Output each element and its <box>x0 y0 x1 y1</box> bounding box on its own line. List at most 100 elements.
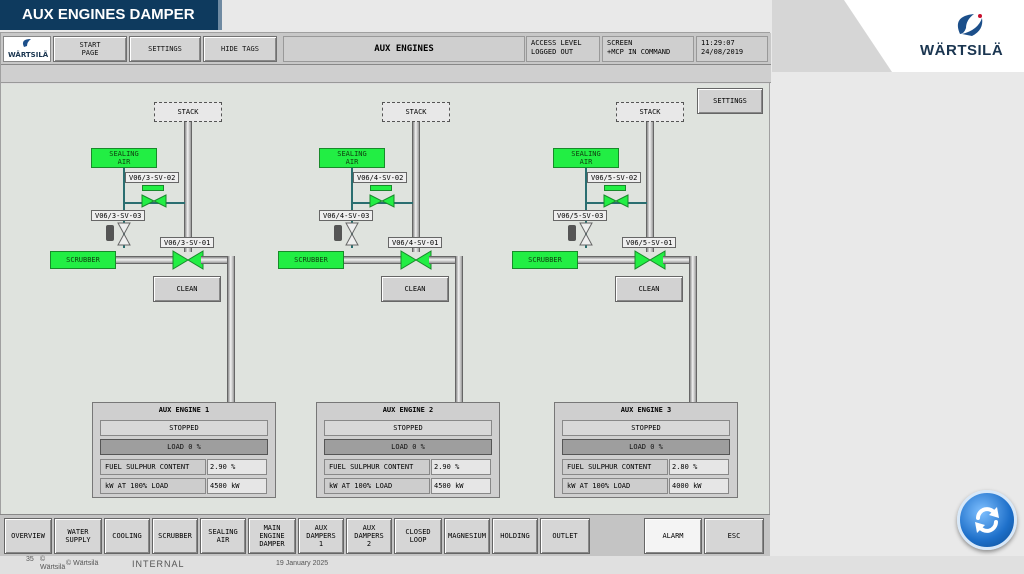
kw-label: kW AT 100% LOAD <box>562 478 668 494</box>
nav-esc[interactable]: ESC <box>704 518 764 554</box>
fuel-sulphur-value[interactable]: 2.80 % <box>669 459 729 475</box>
scrubber-label: SCRUBBER <box>278 251 344 269</box>
clean-button[interactable]: CLEAN <box>615 276 683 302</box>
stack-pipe <box>646 122 654 252</box>
fuel-sulphur-label: FUEL SULPHUR CONTENT <box>100 459 206 475</box>
sealing-air-branch <box>351 202 413 204</box>
exhaust-pipe-v <box>689 256 697 402</box>
engine-load: LOAD 0 % <box>562 439 730 455</box>
valve-sv03-icon[interactable] <box>579 222 593 246</box>
kw-label: kW AT 100% LOAD <box>100 478 206 494</box>
exhaust-pipe-h <box>663 256 695 264</box>
engine-title: AUX ENGINE 3 <box>620 406 672 414</box>
sealing-air-label: SEALING AIR <box>553 148 619 168</box>
valve-tag-sv01: V06/5-SV-01 <box>622 237 677 248</box>
valve-sv02-actuator[interactable] <box>604 185 626 191</box>
nav-holding[interactable]: HOLDING <box>492 518 538 554</box>
sealing-air-label: SEALING AIR <box>319 148 385 168</box>
page-number: 35 <box>26 556 34 563</box>
hmi-header: WÄRTSILÄ START PAGE SETTINGS HIDE TAGS A… <box>1 33 771 65</box>
kw-value[interactable]: 4000 kW <box>669 478 729 494</box>
settings-button[interactable]: SETTINGS <box>697 88 763 114</box>
slide-footer: 35 © Wärtsilä © Wärtsilä INTERNAL 19 Jan… <box>0 556 1024 574</box>
classification: INTERNAL <box>132 559 185 569</box>
clean-button[interactable]: CLEAN <box>381 276 449 302</box>
valve-sv03-actuator[interactable] <box>106 225 114 241</box>
hmi-screen: WÄRTSILÄ START PAGE SETTINGS HIDE TAGS A… <box>0 32 771 520</box>
nav-alarm[interactable]: ALARM <box>644 518 702 554</box>
engine-status: STOPPED <box>100 420 268 436</box>
valve-sv03-actuator[interactable] <box>568 225 576 241</box>
engine-panel: AUX ENGINE 3 STOPPED LOAD 0 % FUEL SULPH… <box>554 402 738 498</box>
valve-tag-sv03: V06/5-SV-03 <box>553 210 608 221</box>
screen-title: AUX ENGINES <box>283 36 525 62</box>
valve-tag-sv02: V06/5-SV-02 <box>587 172 642 183</box>
access-level: ACCESS LEVEL LOGGED OUT <box>526 36 600 62</box>
exhaust-pipe-v <box>227 256 235 402</box>
valve-sv01-icon[interactable] <box>400 250 432 270</box>
nav-magnesium[interactable]: MAGNESIUM <box>444 518 490 554</box>
valve-sv03-icon[interactable] <box>117 222 131 246</box>
clean-button[interactable]: CLEAN <box>153 276 221 302</box>
nav-aux-dampers-2[interactable]: AUX DAMPERS 2 <box>346 518 392 554</box>
engine-panel: AUX ENGINE 2 STOPPED LOAD 0 % FUEL SULPH… <box>316 402 500 498</box>
valve-sv02-icon[interactable] <box>141 194 167 208</box>
hide-tags-button[interactable]: HIDE TAGS <box>203 36 277 62</box>
sealing-air-branch <box>585 202 647 204</box>
fuel-sulphur-label: FUEL SULPHUR CONTENT <box>562 459 668 475</box>
refresh-icon <box>975 507 999 533</box>
valve-tag-sv01: V06/3-SV-01 <box>160 237 215 248</box>
nav-sealing-air[interactable]: SEALING AIR <box>200 518 246 554</box>
kw-value[interactable]: 4500 kW <box>207 478 267 494</box>
datetime: 11:29:07 24/08/2019 <box>696 36 768 62</box>
nav-aux-dampers-1[interactable]: AUX DAMPERS 1 <box>298 518 344 554</box>
valve-sv02-actuator[interactable] <box>370 185 392 191</box>
stack-pipe <box>184 122 192 252</box>
stack-pipe <box>412 122 420 252</box>
settings-header-button[interactable]: SETTINGS <box>129 36 201 62</box>
engine-title: AUX ENGINE 2 <box>382 406 434 414</box>
nav-overview[interactable]: OVERVIEW <box>4 518 52 554</box>
nav-main-engine-damper[interactable]: MAIN ENGINE DAMPER <box>248 518 296 554</box>
scrubber-label: SCRUBBER <box>512 251 578 269</box>
valve-sv02-icon[interactable] <box>369 194 395 208</box>
engine-status: STOPPED <box>324 420 492 436</box>
stack-label: STACK <box>154 102 222 122</box>
wartsila-logo-icon: WÄRTSILÄ <box>8 39 49 59</box>
fuel-sulphur-label: FUEL SULPHUR CONTENT <box>324 459 430 475</box>
nav-outlet[interactable]: OUTLET <box>540 518 590 554</box>
sealing-air-line <box>123 168 125 248</box>
nav-closed-loop[interactable]: CLOSED LOOP <box>394 518 442 554</box>
svg-text:WÄRTSILÄ: WÄRTSILÄ <box>8 50 49 59</box>
exhaust-pipe-h <box>201 256 233 264</box>
valve-tag-sv03: V06/4-SV-03 <box>319 210 374 221</box>
nav-scrubber[interactable]: SCRUBBER <box>152 518 198 554</box>
nav-water-supply[interactable]: WATER SUPPLY <box>54 518 102 554</box>
valve-sv01-icon[interactable] <box>634 250 666 270</box>
footer-copyright: © Wärtsilä <box>66 560 99 567</box>
valve-sv01-icon[interactable] <box>172 250 204 270</box>
exhaust-pipe-h <box>429 256 461 264</box>
fuel-sulphur-value[interactable]: 2.90 % <box>207 459 267 475</box>
valve-sv03-actuator[interactable] <box>334 225 342 241</box>
bottom-nav: OVERVIEW WATER SUPPLY COOLING SCRUBBER S… <box>0 514 770 556</box>
clock: 11:29:07 <box>701 39 735 47</box>
scrubber-pipe <box>344 256 408 264</box>
valve-sv02-icon[interactable] <box>603 194 629 208</box>
engine-status: STOPPED <box>562 420 730 436</box>
footer-date: 19 January 2025 <box>276 560 329 567</box>
footer-copyright-small: © Wärtsilä <box>40 556 66 571</box>
nav-cooling[interactable]: COOLING <box>104 518 150 554</box>
valve-tag-sv02: V06/4-SV-02 <box>353 172 408 183</box>
fuel-sulphur-value[interactable]: 2.90 % <box>431 459 491 475</box>
wartsila-logo-icon <box>957 14 983 36</box>
engine-title: AUX ENGINE 1 <box>158 406 210 414</box>
refresh-button[interactable] <box>957 490 1017 550</box>
start-page-button[interactable]: START PAGE <box>53 36 127 62</box>
valve-tag-sv01: V06/4-SV-01 <box>388 237 443 248</box>
valve-sv02-actuator[interactable] <box>142 185 164 191</box>
valve-sv03-icon[interactable] <box>345 222 359 246</box>
slide-title: AUX ENGINES DAMPER <box>0 0 222 30</box>
kw-value[interactable]: 4500 kW <box>431 478 491 494</box>
